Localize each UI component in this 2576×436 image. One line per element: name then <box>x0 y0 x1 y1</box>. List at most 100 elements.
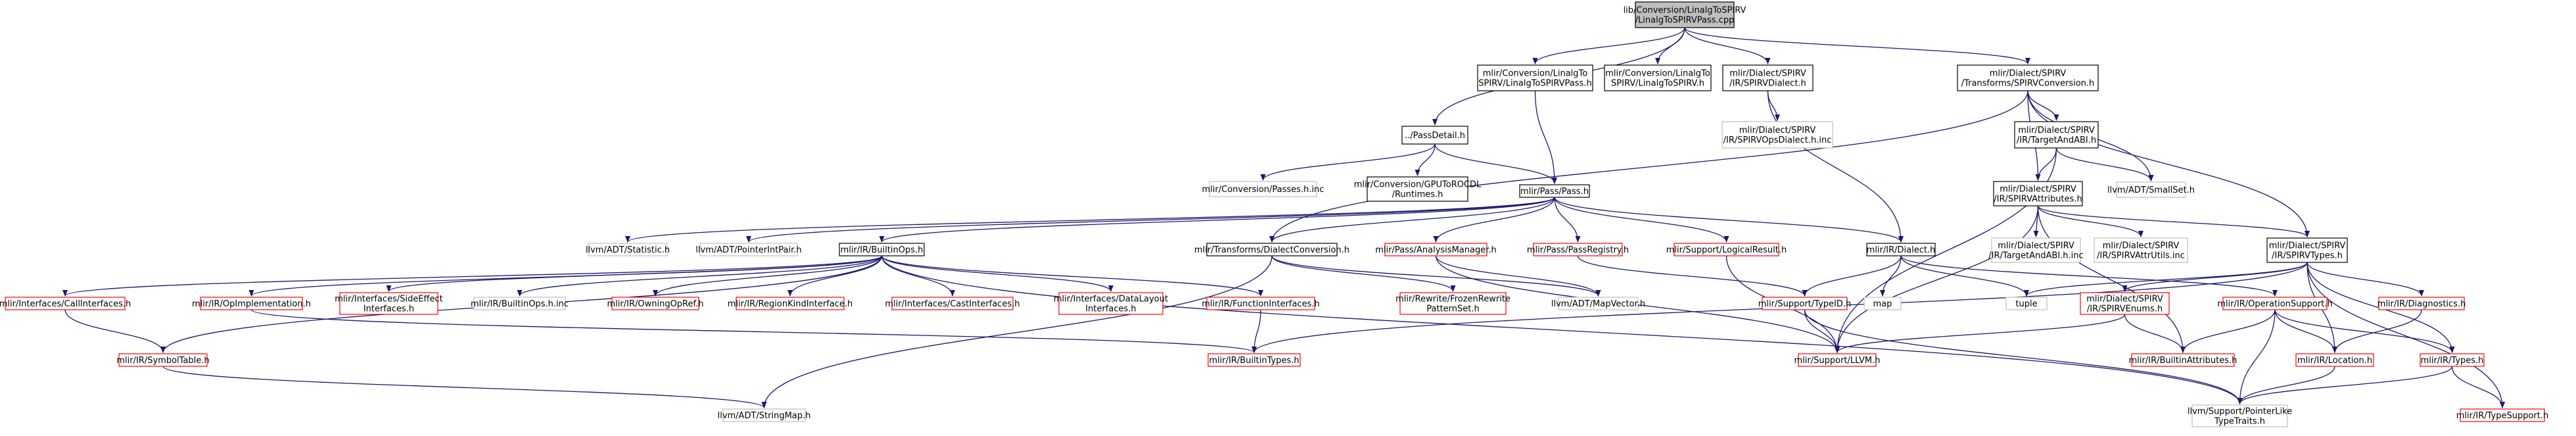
node-symbolTable_h[interactable]: mlir/IR/SymbolTable.h <box>116 353 210 367</box>
node-label-targetAndAbi_inc-line-1: /IR/TargetAndABI.h.inc <box>1988 251 2083 261</box>
node-box-typeSupport_h <box>2460 408 2545 422</box>
node-box-logicalResult_h <box>1674 243 1779 256</box>
node-targetAndAbi_h[interactable]: mlir/Dialect/SPIRV/IR/TargetAndABI.h <box>2014 121 2099 149</box>
edge-builtinOps_h-to-builtinOps_inc <box>517 255 883 297</box>
node-builtinOps_h[interactable]: mlir/IR/BuiltinOps.h <box>839 243 925 256</box>
node-spirvTypes_h[interactable]: mlir/Dialect/SPIRV/IR/SPIRVTypes.h <box>2266 237 2348 263</box>
node-spirvEnums_h[interactable]: mlir/Dialect/SPIRV/IR/SPIRVEnums.h <box>2080 292 2170 315</box>
node-label-dataLayoutInterfaces_h-line-0: mlir/Interfaces/DataLayout <box>1054 295 1168 304</box>
node-label-linalgToSpirvPass_h-line-0: mlir/Conversion/LinalgTo <box>1483 69 1588 79</box>
node-box-opImplementation_h <box>200 297 303 310</box>
edge-spirvEnums_h-to-llvm_h <box>1835 314 2126 353</box>
node-label-analysisManager_h-line-0: mlir/Pass/AnalysisManager.h <box>1375 245 1496 255</box>
edge-dialect_h-to-tuple <box>1900 255 2029 297</box>
node-builtinAttributes_h[interactable]: mlir/IR/BuiltinAttributes.h <box>2129 353 2237 367</box>
edge-passDetail_h-to-gpuToRocdl_h <box>1415 143 1436 176</box>
node-box-regionKindInterface_h <box>736 297 845 310</box>
node-linalgToSpirvPass_h[interactable]: mlir/Conversion/LinalgToSPIRV/LinalgToSP… <box>1477 64 1593 91</box>
node-label-map-line-0: map <box>1873 299 1892 309</box>
node-types_h[interactable]: mlir/IR/Types.h <box>2420 353 2485 367</box>
node-operationSupport_h[interactable]: mlir/IR/OperationSupport.h <box>2217 297 2333 310</box>
node-builtinTypes_h[interactable]: mlir/IR/BuiltinTypes.h <box>1207 353 1301 367</box>
node-box-diagnostics_h <box>2378 297 2465 310</box>
node-root[interactable]: lib/Conversion/LinalgToSPIRV/LinalgToSPI… <box>1624 1 1746 28</box>
node-spirvDialect_h[interactable]: mlir/Dialect/SPIRV/IR/SPIRVDialect.h <box>1722 64 1814 91</box>
edge-analysisManager_h-to-mapVector_h <box>1435 255 1601 297</box>
node-label-sideEffectInterfaces_h-line-1: Interfaces.h <box>363 304 414 314</box>
edge-root-to-spirvConversion_h <box>1684 27 2030 64</box>
edge-dialect_h-to-operationSupport_h <box>1900 255 2278 297</box>
node-label-typeId_h-line-0: mlir/Support/TypeID.h <box>1758 299 1851 309</box>
node-typeSupport_h[interactable]: mlir/IR/TypeSupport.h <box>2456 408 2548 422</box>
node-label-spirvEnums_h-line-1: /IR/SPIRVEnums.h <box>2087 304 2163 314</box>
edge-pass_h-to-dialectConversion_h <box>1269 197 1555 243</box>
node-box-pointerIntPair_h <box>699 243 798 256</box>
node-tuple: tuple <box>2005 297 2048 310</box>
node-opImplementation_h[interactable]: mlir/IR/OpImplementation.h <box>192 297 311 310</box>
node-box-frozenRewrite_h <box>1399 292 1507 315</box>
node-box-pointerLikeTypeTraits_h <box>2191 404 2288 427</box>
node-box-map <box>1863 297 1902 310</box>
node-analysisManager_h[interactable]: mlir/Pass/AnalysisManager.h <box>1375 243 1497 256</box>
node-targetAndAbi_inc: mlir/Dialect/SPIRV/IR/TargetAndABI.h.inc <box>1988 237 2084 263</box>
node-builtinOps_inc: mlir/IR/BuiltinOps.h.inc <box>471 297 569 310</box>
node-box-owningOpRef_h <box>611 297 699 310</box>
node-stringMap_h: llvm/ADT/StringMap.h <box>718 408 810 422</box>
node-linalgToSpirv_h[interactable]: mlir/Conversion/LinalgToSPIRV/LinalgToSP… <box>1604 64 1712 91</box>
edge-pass_h-to-logicalResult_h <box>1554 197 1729 243</box>
node-label-pointerIntPair_h-line-0: llvm/ADT/PointerIntPair.h <box>695 245 801 255</box>
edge-location_h-to-pointerLikeTypeTraits_h <box>2237 366 2335 404</box>
node-box-spirvAttrUtils_inc <box>2094 237 2188 263</box>
edge-functionInterfaces_h-to-builtinTypes_h <box>1252 309 1261 353</box>
node-map: map <box>1863 297 1902 310</box>
edge-dialectConversion_h-to-mapVector_h <box>1271 255 1601 297</box>
node-functionInterfaces_h[interactable]: mlir/IR/FunctionInterfaces.h <box>1202 297 1320 310</box>
edge-spirvAttributes_h-to-spirvTypes_h <box>2037 205 2310 237</box>
node-dialect_h[interactable]: mlir/IR/Dialect.h <box>1866 243 1936 256</box>
edge-builtinOps_h-to-regionKindInterface_h <box>787 255 883 297</box>
node-location_h[interactable]: mlir/IR/Location.h <box>2295 353 2374 367</box>
node-regionKindInterface_h[interactable]: mlir/IR/RegionKindInterface.h <box>728 297 853 310</box>
edge-spirvEnums_h-to-builtinAttributes_h <box>2124 314 2186 353</box>
node-spirvAttributes_h[interactable]: mlir/Dialect/SPIRV/IR/SPIRVAttributes.h <box>1993 181 2083 206</box>
node-box-spirvOpsDialect_inc <box>1721 121 1833 149</box>
node-label-symbolTable_h-line-0: mlir/IR/SymbolTable.h <box>116 356 209 366</box>
edge-builtinOps_h-to-functionInterfaces_h <box>881 255 1263 297</box>
node-box-spirvTypes_h <box>2266 237 2348 263</box>
node-label-mapVector_h-line-0: llvm/ADT/MapVector.h <box>1551 299 1645 309</box>
edge-spirvTypes_h-to-spirvEnums_h <box>2122 262 2308 292</box>
edge-spirvTypes_h-to-diagnostics_h <box>2307 262 2424 297</box>
node-label-frozenRewrite_h-line-0: mlir/Rewrite/FrozenRewrite <box>1395 295 1510 304</box>
node-label-callInterfaces_h-line-0: mlir/Interfaces/CallInterfaces.h <box>0 299 131 309</box>
node-pass_h[interactable]: mlir/Pass/Pass.h <box>1519 184 1590 198</box>
node-spirvConversion_h[interactable]: mlir/Dialect/SPIRV/Transforms/SPIRVConve… <box>1957 64 2099 91</box>
node-box-dialectConversion_h <box>1206 243 1338 256</box>
node-typeId_h[interactable]: mlir/Support/TypeID.h <box>1758 297 1851 310</box>
edges-layer <box>62 27 2505 408</box>
node-passRegistry_h[interactable]: mlir/Pass/PassRegistry.h <box>1527 243 1629 256</box>
node-castInterfaces_h[interactable]: mlir/Interfaces/CastInterfaces.h <box>885 297 1020 310</box>
node-label-llvm_h-line-0: mlir/Support/LLVM.h <box>1794 356 1881 366</box>
node-label-smallSet_h-line-0: llvm/ADT/SmallSet.h <box>2107 185 2195 195</box>
edge-typeId_h-to-pointerLikeTypeTraits_h <box>1804 309 2243 404</box>
edge-spirvConversion_h-to-spirvTypes_h <box>2027 90 2310 237</box>
edge-callInterfaces_h-to-symbolTable_h <box>64 309 166 353</box>
node-llvm_h[interactable]: mlir/Support/LLVM.h <box>1794 353 1881 367</box>
node-callInterfaces_h[interactable]: mlir/Interfaces/CallInterfaces.h <box>0 297 131 310</box>
node-diagnostics_h[interactable]: mlir/IR/Diagnostics.h <box>2377 297 2466 310</box>
node-passDetail_h[interactable]: ../PassDetail.h <box>1401 126 1468 145</box>
node-dialectConversion_h[interactable]: mlir/Transforms/DialectConversion.h <box>1194 243 1349 256</box>
node-owningOpRef_h[interactable]: mlir/IR/OwningOpRef.h <box>607 297 704 310</box>
node-box-spirvEnums_h <box>2080 292 2170 315</box>
node-logicalResult_h[interactable]: mlir/Support/LogicalResult.h <box>1666 243 1787 256</box>
node-gpuToRocdl_h[interactable]: mlir/Conversion/GPUToROCDL/Runtimes.h <box>1354 176 1482 202</box>
edge-pass_h-to-dialect_h <box>1554 197 1904 243</box>
node-box-passRegistry_h <box>1533 243 1623 256</box>
edge-dialectConversion_h-to-stringMap_h <box>761 255 1273 408</box>
node-spirvOpsDialect_inc: mlir/Dialect/SPIRV/IR/SPIRVOpsDialect.h.… <box>1721 121 1833 149</box>
node-statistic_h: llvm/ADT/Statistic.h <box>586 243 670 256</box>
